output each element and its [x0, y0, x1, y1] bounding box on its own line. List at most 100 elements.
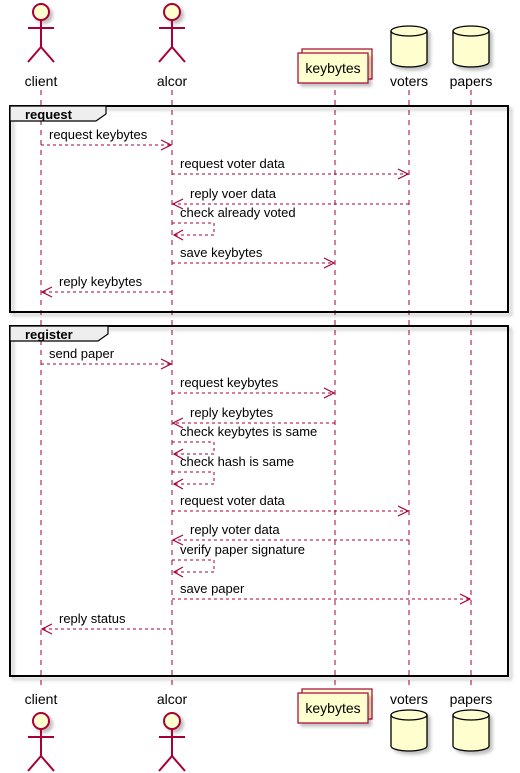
group-title: register [25, 327, 73, 342]
actor-alcor-bottom [158, 712, 186, 772]
arrowhead-icon [171, 198, 184, 210]
self-message-line [172, 441, 215, 455]
participant-label: keybytes [305, 700, 360, 716]
actor-alcor-top [158, 3, 186, 63]
message-label: save paper [180, 581, 245, 596]
message-label: request keybytes [180, 375, 279, 390]
arrowhead-icon [323, 257, 336, 269]
message-label: check hash is same [180, 454, 294, 469]
message-label: save keybytes [180, 245, 263, 260]
actor-head-icon [163, 712, 181, 730]
arrowhead-icon [397, 168, 410, 180]
arrowhead-icon [40, 623, 53, 635]
self-message-line [172, 471, 215, 485]
message-arrow: check hash is same [172, 454, 294, 490]
arrowhead-icon [323, 387, 336, 399]
group-frame-1: register [9, 325, 509, 677]
participant-label: client [25, 691, 58, 707]
actor-client-bottom [27, 712, 55, 772]
collections-front-box [297, 692, 369, 724]
message-label: reply voer data [190, 186, 277, 201]
database-rim [452, 714, 490, 721]
group-frame-tab [9, 325, 109, 342]
actor-client-top [27, 3, 55, 63]
self-message-line [172, 559, 215, 573]
message-label: verify paper signature [180, 542, 305, 557]
participant-label: alcor [157, 691, 188, 707]
message-arrow: send paper [41, 346, 173, 370]
arrowhead-icon [160, 358, 173, 370]
participant-label: voters [390, 73, 428, 89]
collections-front-box [297, 52, 369, 84]
actor-leg-icon [158, 46, 173, 63]
message-label: reply status [59, 611, 126, 626]
group-frame-tab [9, 105, 107, 122]
arrowhead-icon [172, 566, 184, 578]
actor-leg-icon [171, 46, 186, 63]
message-arrow: check keybytes is same [172, 424, 317, 460]
database-icon [452, 25, 490, 68]
actor-head-icon [163, 3, 181, 21]
database-rim [452, 30, 490, 37]
database-icon [390, 25, 428, 68]
message-arrow: reply keybytes [171, 405, 335, 429]
participant-label: client [25, 73, 58, 89]
message-arrow: check already voted [172, 205, 296, 241]
collections-keybytes-top: keybytes [297, 48, 373, 84]
message-arrow: request voter data [172, 493, 410, 517]
actor-head-icon [32, 3, 50, 21]
message-label: reply keybytes [59, 274, 143, 289]
message-label: reply keybytes [190, 405, 274, 420]
message-arrow: reply keybytes [40, 274, 172, 298]
message-label: reply voter data [190, 522, 280, 537]
actor-leg-icon [171, 755, 186, 772]
database-icon [390, 709, 428, 752]
actor-head-icon [32, 712, 50, 730]
message-arrow: reply status [40, 611, 172, 635]
message-arrow: request keybytes [172, 375, 336, 399]
message-label: request voter data [180, 493, 286, 508]
actor-leg-icon [27, 755, 42, 772]
group-frame-border [9, 325, 509, 677]
group-title: request [25, 107, 73, 122]
collections-keybytes-bottom: keybytes [297, 688, 373, 724]
participant-label: papers [450, 691, 493, 707]
arrowhead-icon [397, 505, 410, 517]
arrowhead-icon [172, 448, 184, 460]
database-papers-top [452, 25, 490, 68]
message-arrow: save keybytes [172, 245, 336, 269]
arrowhead-icon [459, 593, 472, 605]
arrowhead-icon [172, 478, 184, 490]
message-label: check keybytes is same [180, 424, 317, 439]
arrowhead-icon [171, 534, 184, 546]
arrowhead-icon [172, 229, 184, 241]
arrowhead-icon [171, 417, 184, 429]
message-label: send paper [49, 346, 115, 361]
message-arrow: reply voer data [171, 186, 409, 210]
group-frame-border [9, 105, 509, 313]
database-rim [390, 30, 428, 37]
message-label: check already voted [180, 205, 296, 220]
message-arrow: request keybytes [41, 127, 173, 151]
arrowhead-icon [160, 139, 173, 151]
message-arrow: reply voter data [171, 522, 409, 546]
actor-leg-icon [27, 46, 42, 63]
participant-label: alcor [157, 73, 188, 89]
message-arrow: save paper [172, 581, 472, 605]
actor-leg-icon [40, 755, 55, 772]
actor-leg-icon [158, 755, 173, 772]
group-frame-0: request [9, 105, 509, 313]
database-rim [390, 714, 428, 721]
participant-label: voters [390, 691, 428, 707]
message-arrow: verify paper signature [172, 542, 305, 578]
message-label: request keybytes [49, 127, 148, 142]
database-voters-bottom [390, 709, 428, 752]
participant-label: papers [450, 73, 493, 89]
database-papers-bottom [452, 709, 490, 752]
arrowhead-icon [40, 286, 53, 298]
message-label: request voter data [180, 156, 286, 171]
database-icon [452, 709, 490, 752]
participant-label: keybytes [305, 60, 360, 76]
message-arrow: request voter data [172, 156, 410, 180]
